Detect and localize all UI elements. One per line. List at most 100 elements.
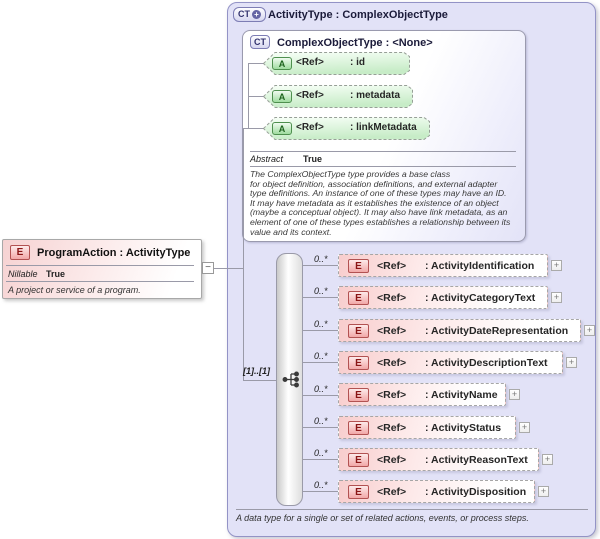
element-icon: E xyxy=(348,421,369,435)
element-icon: E xyxy=(348,485,369,499)
activity-type-description: A data type for a single or set of relat… xyxy=(236,513,529,523)
connector xyxy=(303,491,338,492)
attribute-row-link-metadata[interactable]: A <Ref> : linkMetadata xyxy=(263,117,430,140)
element-ref: <Ref> xyxy=(377,292,407,304)
element-name: : ActivityName xyxy=(425,389,498,401)
divider xyxy=(236,509,588,510)
divider xyxy=(250,151,516,152)
attribute-icon: A xyxy=(272,90,292,103)
element-row-activity-name[interactable]: E <Ref> : ActivityName xyxy=(338,383,506,406)
divider xyxy=(6,265,194,266)
connector xyxy=(243,380,276,381)
element-ref: <Ref> xyxy=(377,454,407,466)
element-ref: <Ref> xyxy=(377,389,407,401)
complex-type-icon: CT xyxy=(250,35,270,49)
element-row-activity-status[interactable]: E <Ref> : ActivityStatus xyxy=(338,416,516,439)
occurs-label: 0..* xyxy=(314,384,328,394)
expand-button[interactable]: + xyxy=(519,422,530,433)
occurs-label: 0..* xyxy=(314,416,328,426)
element-ref: <Ref> xyxy=(377,357,407,369)
element-ref: <Ref> xyxy=(377,260,407,272)
element-name: : ActivityStatus xyxy=(425,422,502,434)
connector xyxy=(303,297,338,298)
abstract-label: Abstract xyxy=(250,154,284,164)
element-row-activity-date-representation[interactable]: E <Ref> : ActivityDateRepresentation xyxy=(338,319,581,342)
connector xyxy=(303,362,338,363)
expand-button[interactable]: + xyxy=(542,454,553,465)
element-icon: E xyxy=(348,453,369,467)
element-row-activity-identification[interactable]: E <Ref> : ActivityIdentification xyxy=(338,254,548,277)
attribute-icon: A xyxy=(272,122,292,135)
element-row-activity-category-text[interactable]: E <Ref> : ActivityCategoryText xyxy=(338,286,548,309)
element-row-activity-disposition[interactable]: E <Ref> : ActivityDisposition xyxy=(338,480,535,503)
program-action-box[interactable] xyxy=(2,239,202,299)
sequence-cardinality: [1]..[1] xyxy=(243,366,270,376)
attribute-shape xyxy=(263,85,413,108)
occurs-label: 0..* xyxy=(314,286,328,296)
occurs-label: 0..* xyxy=(314,351,328,361)
attribute-shape xyxy=(263,52,410,75)
element-row-activity-reason-text[interactable]: E <Ref> : ActivityReasonText xyxy=(338,448,539,471)
nillable-label: Nillable xyxy=(8,269,38,279)
ct-badge-label: CT xyxy=(238,9,250,19)
connector xyxy=(303,265,338,266)
attribute-ref: <Ref> xyxy=(296,90,324,101)
connector xyxy=(243,128,249,129)
expand-button[interactable]: + xyxy=(551,260,562,271)
connector xyxy=(214,268,243,269)
element-icon: E xyxy=(348,388,369,402)
attribute-shape xyxy=(263,117,430,140)
attribute-name: : metadata xyxy=(350,90,401,101)
divider xyxy=(250,166,516,167)
collapse-toggle[interactable]: − xyxy=(202,262,214,274)
expand-button[interactable]: + xyxy=(538,486,549,497)
plus-icon: + xyxy=(252,10,261,19)
expand-button[interactable]: + xyxy=(584,325,595,336)
activity-type-title: ActivityType : ComplexObjectType xyxy=(268,9,448,21)
expand-button[interactable]: + xyxy=(566,357,577,368)
element-ref: <Ref> xyxy=(377,422,407,434)
element-name: : ActivityCategoryText xyxy=(425,292,536,304)
attribute-row-id[interactable]: A <Ref> : id xyxy=(263,52,410,75)
divider xyxy=(6,281,194,282)
connector xyxy=(248,63,264,64)
expand-button[interactable]: + xyxy=(551,292,562,303)
complex-type-derived-icon: CT+ xyxy=(233,7,266,22)
base-type-description: The ComplexObjectType type provides a ba… xyxy=(250,169,511,237)
element-row-activity-description-text[interactable]: E <Ref> : ActivityDescriptionText xyxy=(338,351,563,374)
element-name: : ActivityDisposition xyxy=(425,486,527,498)
element-icon: E xyxy=(348,324,369,338)
attribute-name: : id xyxy=(350,57,365,68)
element-name: : ActivityDescriptionText xyxy=(425,357,548,369)
attribute-row-metadata[interactable]: A <Ref> : metadata xyxy=(263,85,413,108)
connector xyxy=(303,427,338,428)
abstract-value: True xyxy=(303,154,323,164)
connector xyxy=(303,459,338,460)
nillable-value: True xyxy=(46,269,66,279)
expand-button[interactable]: + xyxy=(509,389,520,400)
attribute-icon: A xyxy=(272,57,292,70)
sequence-icon xyxy=(282,371,299,388)
attribute-ref: <Ref> xyxy=(296,57,324,68)
occurs-label: 0..* xyxy=(314,480,328,490)
program-action-title: ProgramAction : ActivityType xyxy=(37,247,191,259)
content-trunk xyxy=(243,128,244,380)
connector xyxy=(303,395,338,396)
element-name: : ActivityIdentification xyxy=(425,260,535,272)
element-icon: E xyxy=(348,356,369,370)
connector xyxy=(303,330,338,331)
element-ref: <Ref> xyxy=(377,325,407,337)
occurs-label: 0..* xyxy=(314,448,328,458)
element-icon: E xyxy=(348,259,369,273)
element-icon: E xyxy=(10,245,30,260)
occurs-label: 0..* xyxy=(314,254,328,264)
base-type-title: ComplexObjectType : <None> xyxy=(277,37,433,49)
element-name: : ActivityDateRepresentation xyxy=(425,325,569,337)
attribute-ref: <Ref> xyxy=(296,122,324,133)
element-name: : ActivityReasonText xyxy=(425,454,528,466)
attribute-name: : linkMetadata xyxy=(350,122,417,133)
connector xyxy=(248,96,264,97)
element-icon: E xyxy=(348,291,369,305)
occurs-label: 0..* xyxy=(314,319,328,329)
